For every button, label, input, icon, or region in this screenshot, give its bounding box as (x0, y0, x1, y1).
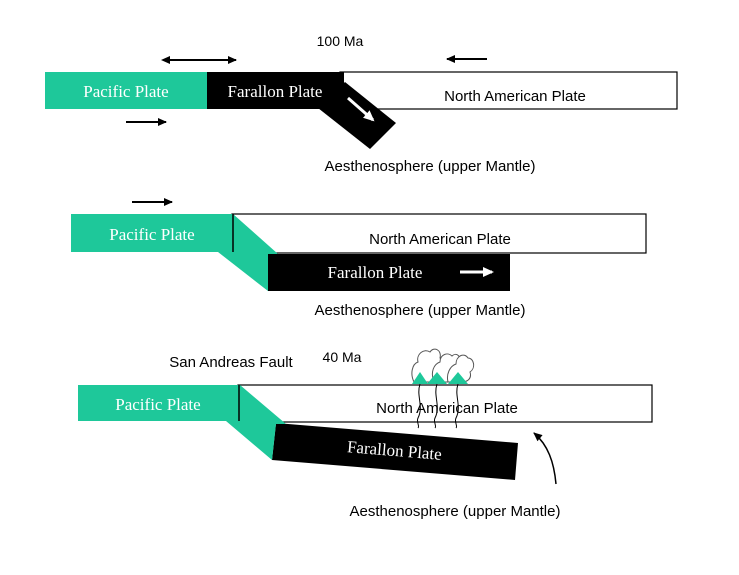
volcano-icon (427, 372, 447, 384)
north-american-plate-label: North American Plate (376, 400, 518, 417)
mantle-label: Aesthenosphere (upper Mantle) (315, 302, 526, 319)
stage-40ma: San Andreas Fault 40 Ma North American P… (78, 348, 653, 520)
farallon-plate-label: Farallon Plate (328, 263, 423, 282)
mantle-upwelling-arrow-icon (533, 432, 557, 485)
pacific-plate (45, 72, 207, 109)
time-label: 100 Ma (317, 33, 364, 49)
farallon-plate (272, 423, 518, 480)
pacific-plate-label: Pacific Plate (83, 82, 168, 101)
north-american-plate (237, 384, 653, 423)
pacific-plate-label: Pacific Plate (115, 395, 200, 414)
mantle-label: Aesthenosphere (upper Mantle) (350, 503, 561, 520)
fault-label: San Andreas Fault (169, 354, 293, 371)
stage-100ma: 100 Ma North American Plate Pacific Plat… (45, 33, 678, 175)
north-american-plate (231, 213, 647, 254)
mantle-label: Aesthenosphere (upper Mantle) (325, 158, 536, 175)
north-american-plate-label: North American Plate (369, 231, 511, 248)
pacific-plate (71, 214, 278, 291)
pacific-plate-label: Pacific Plate (109, 225, 194, 244)
pacific-plate (78, 385, 286, 460)
stage-middle: North American Plate Farallon Plate Paci… (71, 198, 647, 319)
volcano-icon (412, 372, 428, 384)
north-american-plate-label: North American Plate (444, 88, 586, 105)
volcano-icon (448, 372, 468, 384)
farallon-plate (207, 72, 344, 109)
farallon-plate-label: Farallon Plate (228, 82, 323, 101)
subduction-arrow-icon (347, 96, 375, 122)
time-label: 40 Ma (323, 349, 362, 365)
magma-line-icon (416, 383, 459, 429)
